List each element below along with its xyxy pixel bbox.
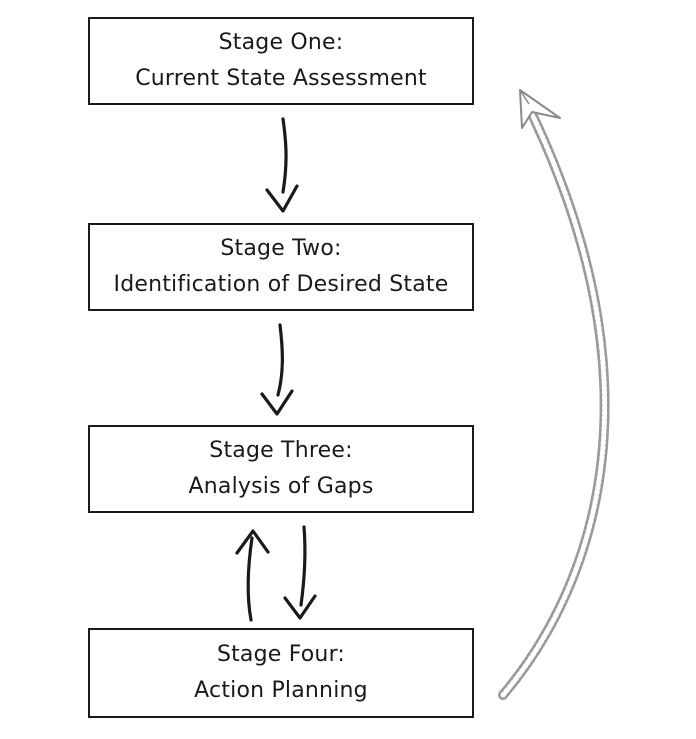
arrow-four-to-three: [235, 529, 270, 622]
stage-description: Analysis of Gaps: [188, 474, 374, 499]
stage-two-box: Stage Two: Identification of Desired Sta…: [88, 223, 474, 311]
stage-description: Action Planning: [194, 678, 368, 703]
arrow-two-to-three: [260, 323, 294, 416]
stage-four-box: Stage Four: Action Planning: [88, 628, 474, 718]
stage-three-box: Stage Three: Analysis of Gaps: [88, 425, 474, 513]
stage-one-box: Stage One: Current State Assessment: [88, 17, 474, 105]
stage-description: Current State Assessment: [135, 66, 427, 91]
arrow-one-to-two: [265, 117, 299, 213]
stage-title: Stage One:: [218, 30, 344, 55]
stage-title: Stage Four:: [216, 642, 346, 667]
stage-description: Identification of Desired State: [113, 272, 449, 297]
stage-title: Stage Two:: [220, 236, 342, 261]
loop-back-arrow: [498, 89, 610, 700]
stage-title: Stage Three:: [209, 438, 353, 463]
arrow-three-to-four: [283, 525, 317, 620]
